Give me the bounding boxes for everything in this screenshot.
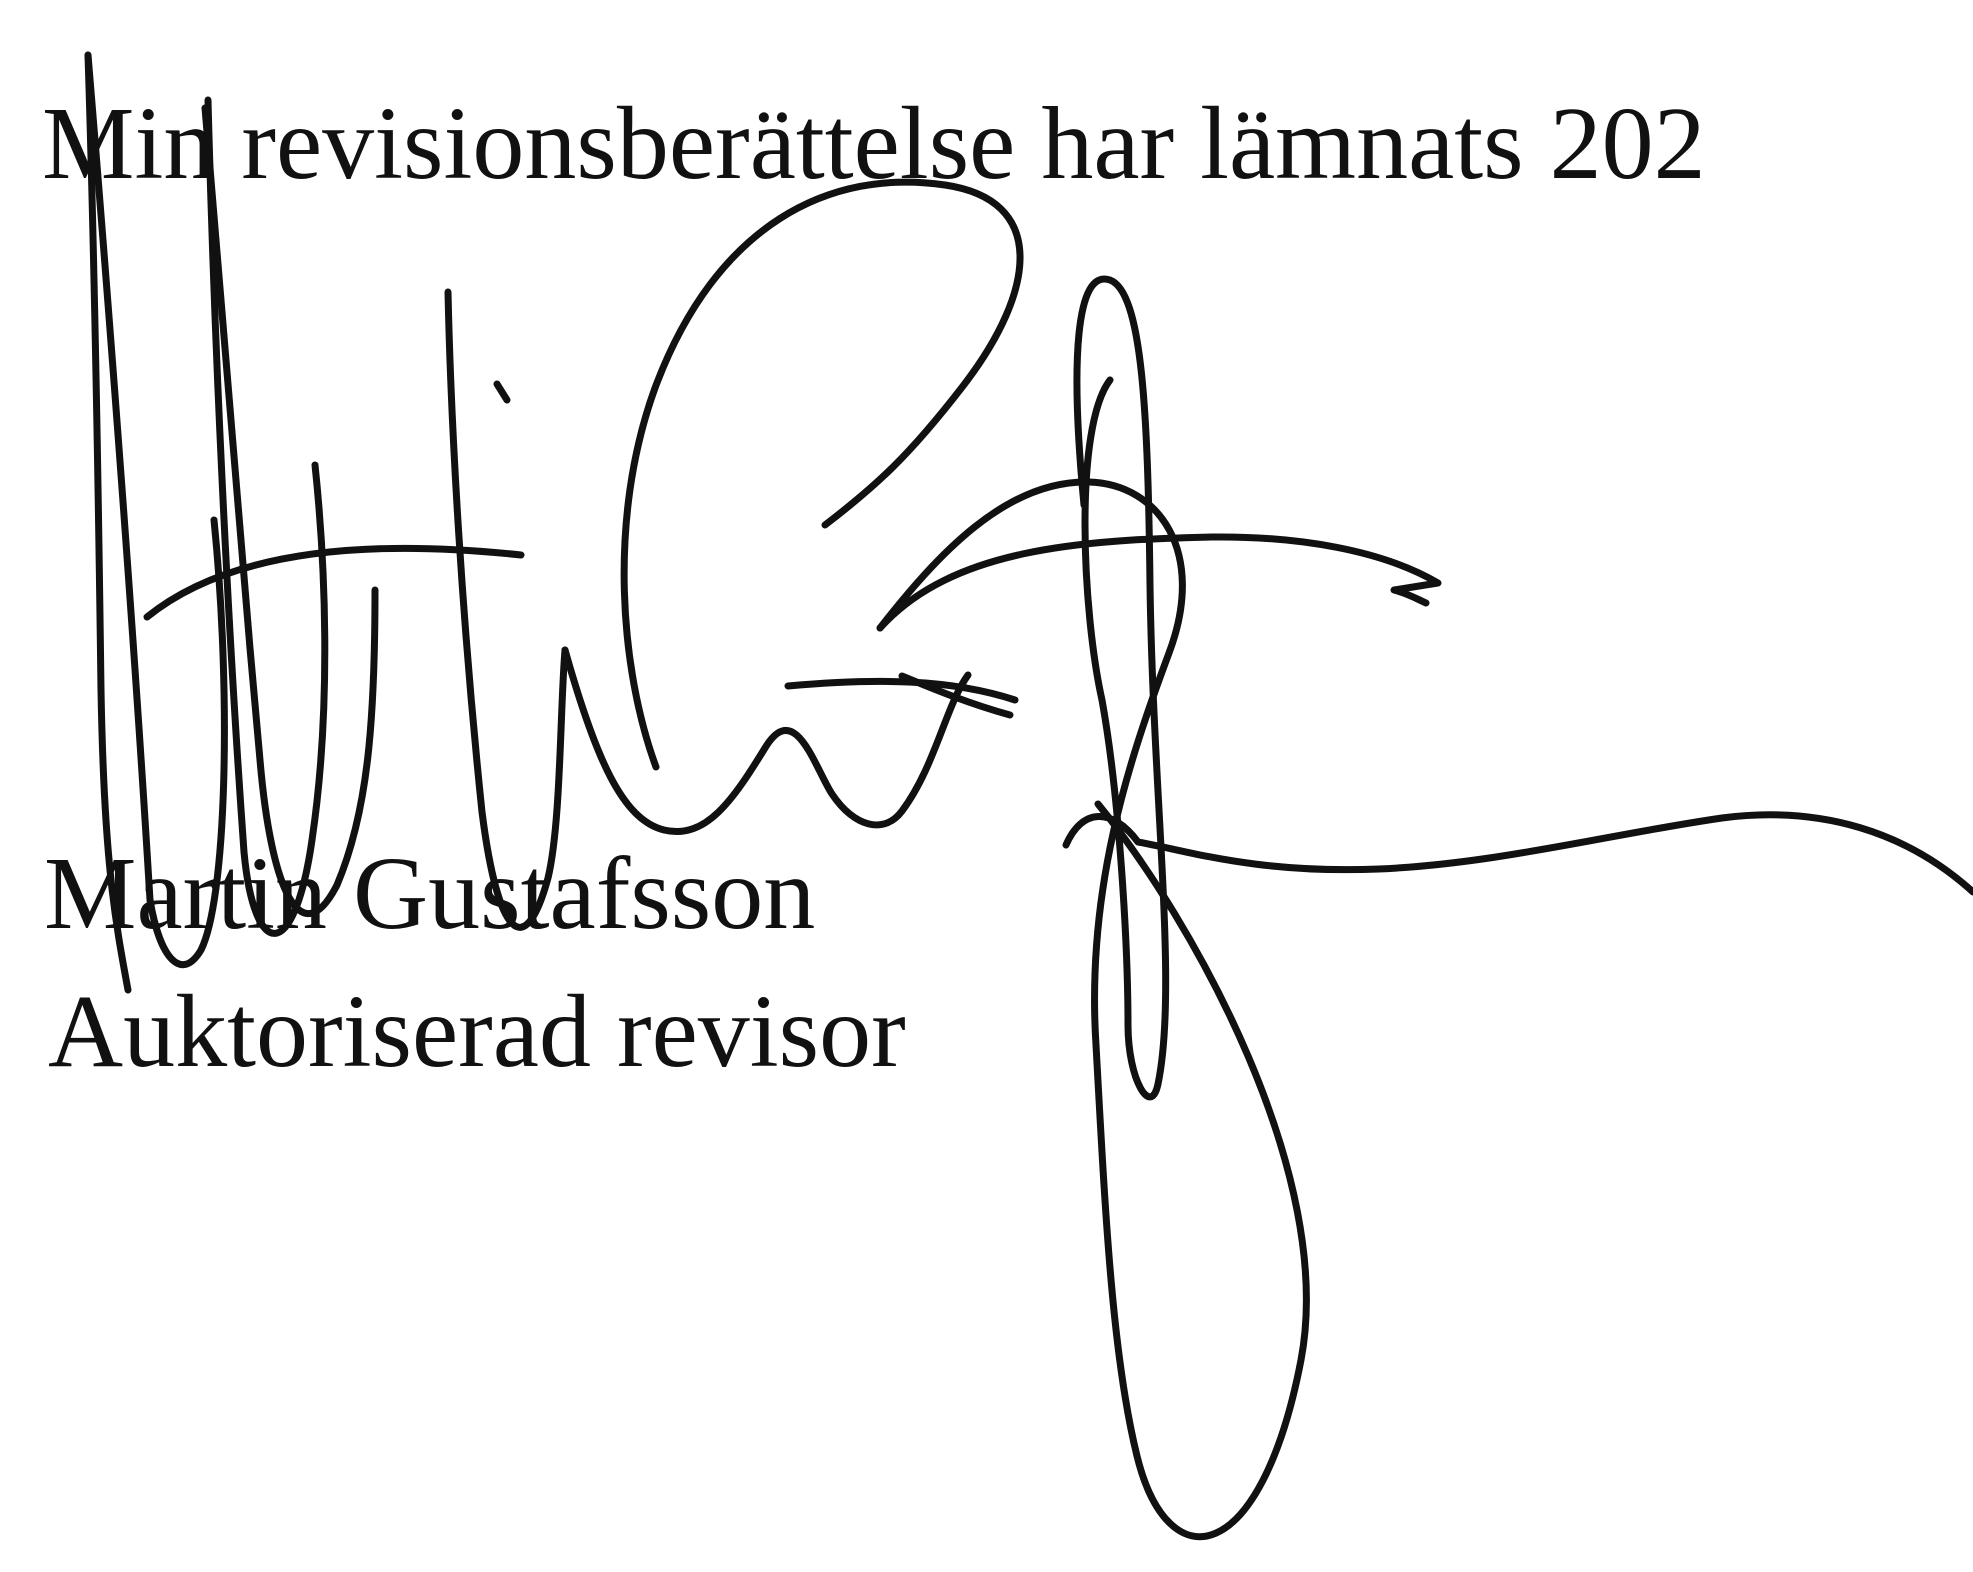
signer-title: Auktoriserad revisor — [48, 974, 906, 1089]
signer-name: Martin Gustafsson — [44, 836, 816, 951]
revision-statement: Min revisionsberättelse har lämnats 202 — [42, 86, 1706, 201]
